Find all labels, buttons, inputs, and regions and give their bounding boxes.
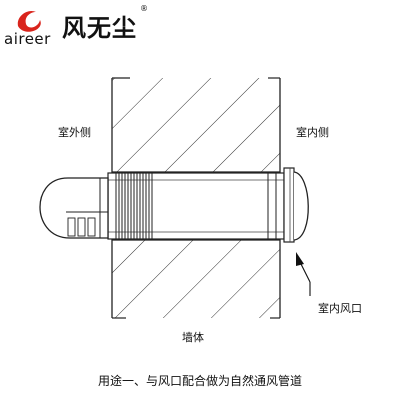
indoor-vent-arrow xyxy=(296,252,311,296)
brand-chinese-name: 风无尘 xyxy=(62,13,137,42)
wall-lower xyxy=(111,239,281,319)
indoor-vent-label: 室内风口 xyxy=(318,302,362,315)
wall-upper xyxy=(111,77,281,173)
pipe-thread xyxy=(115,173,153,239)
duct-pipe xyxy=(107,172,285,240)
indoor-vent xyxy=(283,167,309,243)
outdoor-hood xyxy=(39,177,109,239)
wall-label: 墙体 xyxy=(182,331,204,344)
outdoor-side-label: 室外侧 xyxy=(58,126,91,139)
indoor-side-label: 室内侧 xyxy=(296,126,329,139)
diagram-caption: 用途一、与风口配合做为自然通风管道 xyxy=(97,374,302,388)
brand-english-name: aireer xyxy=(4,30,51,48)
registered-mark: ® xyxy=(140,4,148,13)
brand-swirl-icon xyxy=(17,10,41,32)
brand-logo: aireer 风无尘 ® xyxy=(0,0,170,52)
